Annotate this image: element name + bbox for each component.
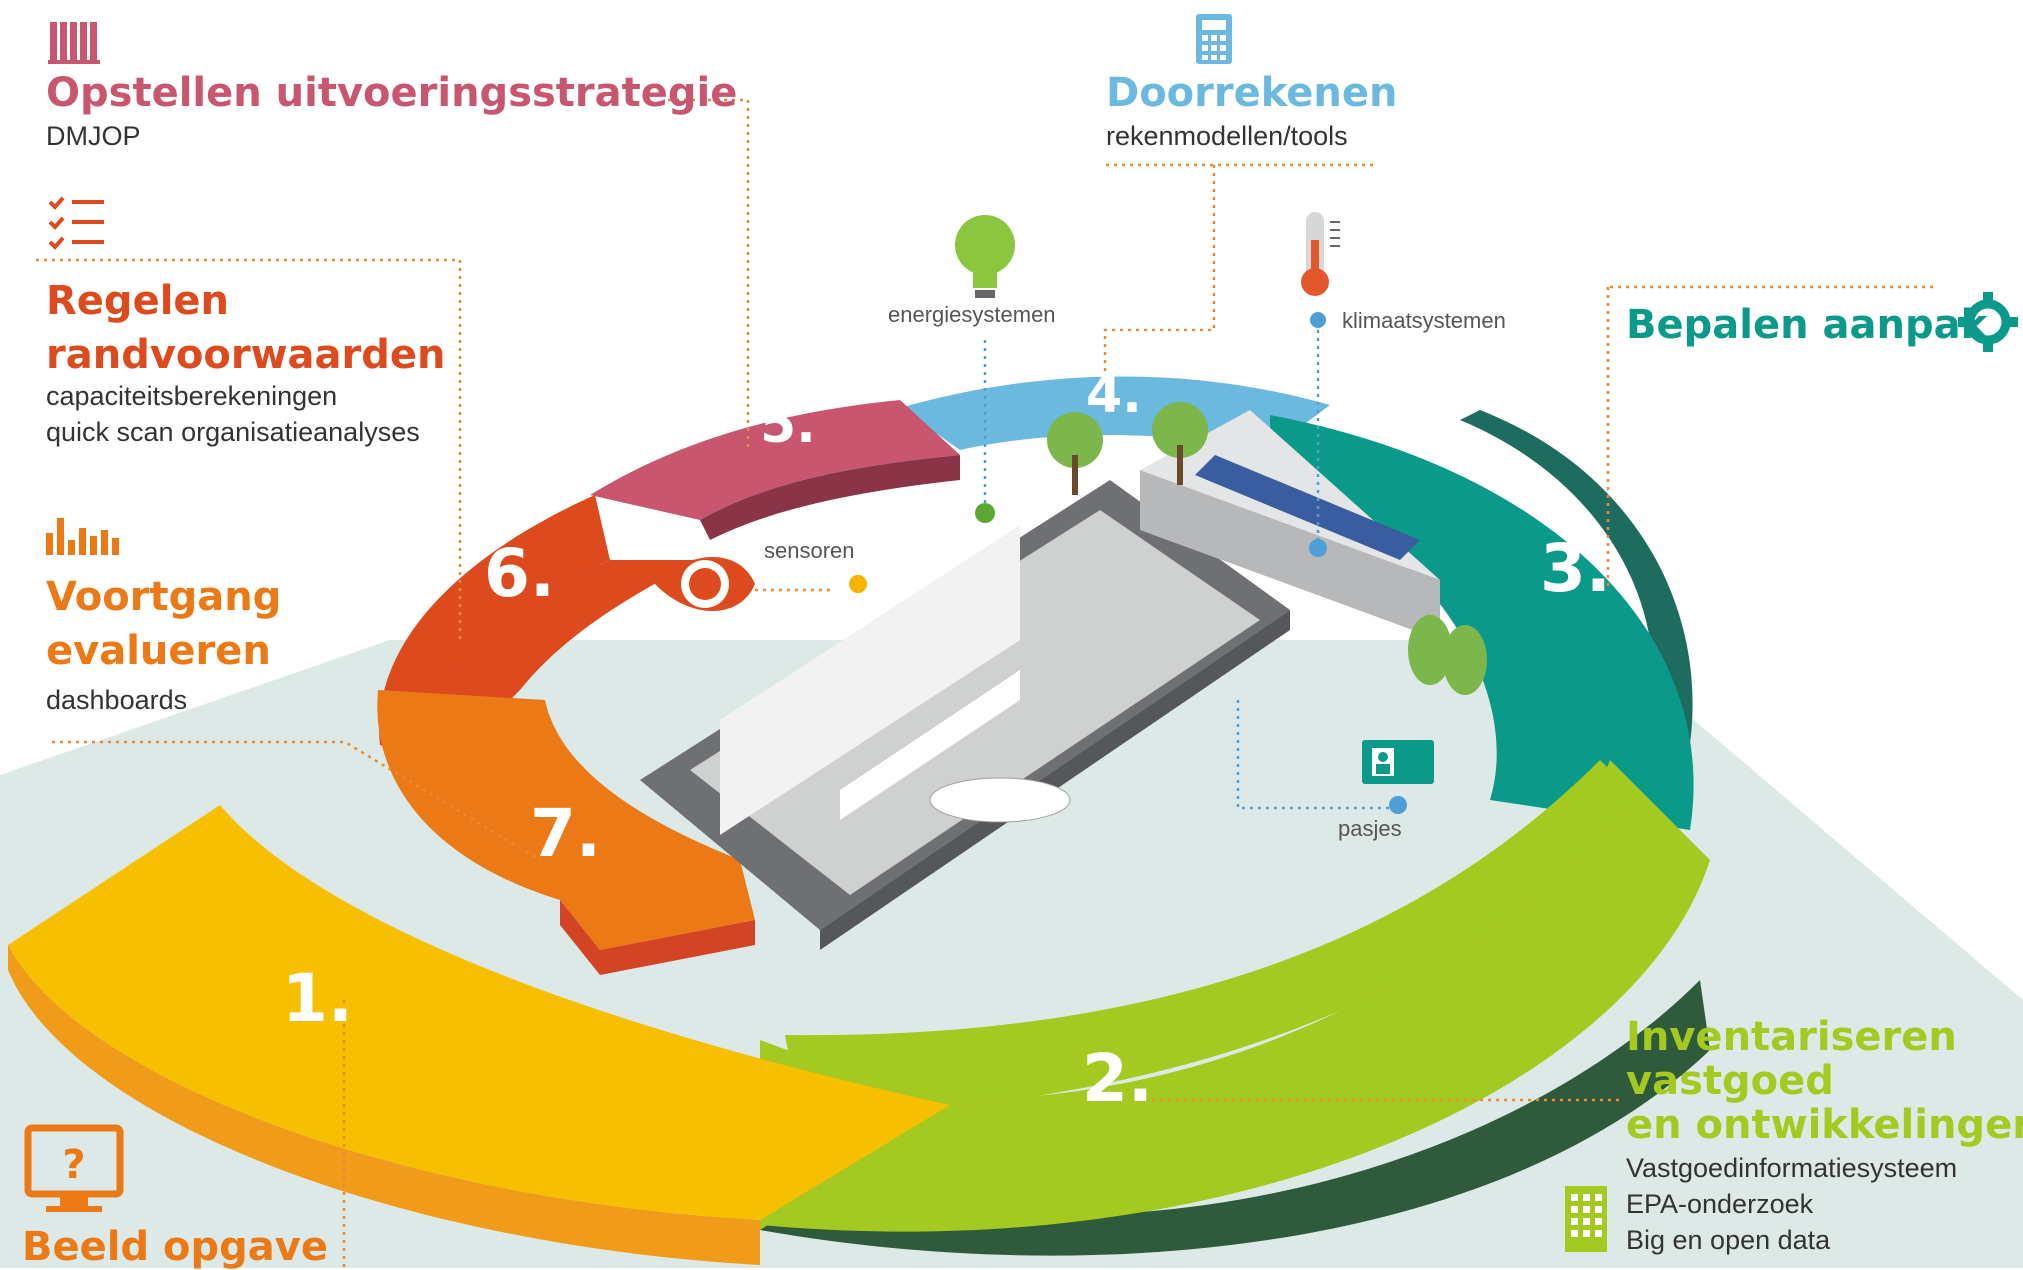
- step-6-sub-2: quick scan organisatieanalyses: [46, 417, 420, 447]
- step-5-sub-1: DMJOP: [46, 121, 141, 151]
- step-number-3: 3.: [1540, 530, 1611, 607]
- step-number-1: 1.: [282, 960, 353, 1037]
- sensor-marker: [849, 575, 867, 593]
- step-6-title-line-1: Regelen: [46, 278, 230, 324]
- gear-icon: [1958, 292, 2018, 352]
- step-2-sub-2: EPA-onderzoek: [1626, 1189, 1814, 1219]
- climate-building-marker: [1309, 539, 1327, 557]
- thermometer-icon: [1301, 212, 1340, 296]
- step-3-title: Bepalen aanpak: [1626, 302, 1988, 348]
- energy-marker: [975, 503, 995, 523]
- climate-marker: [1310, 312, 1326, 328]
- step-6-sub-1: capaciteitsberekeningen: [46, 381, 338, 411]
- segment-2-top: [785, 760, 1640, 1115]
- climate-systems-label: klimaatsystemen: [1342, 308, 1506, 333]
- segment-5[interactable]: [590, 400, 960, 520]
- sensors-label: sensoren: [764, 538, 855, 563]
- step-4-sub-1: rekenmodellen/tools: [1106, 121, 1348, 151]
- step-4-title: Doorrekenen: [1106, 70, 1398, 116]
- step-7-sub-1: dashboards: [46, 685, 188, 715]
- step-2-sub-1: Vastgoedinformatiesysteem: [1626, 1153, 1958, 1183]
- checklist-icon: [48, 196, 104, 250]
- segment-1[interactable]: [8, 805, 950, 1220]
- step-2-title-line-3: en ontwikkelingen: [1626, 1102, 2023, 1148]
- eye-icon: [655, 557, 755, 611]
- bar-chart-icon: [46, 518, 119, 555]
- badges-label: pasjes: [1338, 816, 1402, 841]
- step-number-5: 5.: [760, 395, 816, 455]
- step-6-title-line-2: randvoorwaarden: [46, 332, 446, 378]
- step-2-title-line-2: vastgoed: [1626, 1058, 1834, 1104]
- office-building-illustration: [640, 402, 1487, 950]
- badge-marker: [1389, 796, 1407, 814]
- step-number-2: 2.: [1082, 1040, 1153, 1117]
- segment-2[interactable]: [760, 760, 1710, 1232]
- segment-3[interactable]: [1270, 415, 1694, 830]
- light-bulb-icon: [955, 215, 1015, 298]
- step-2-sub-3: Big en open data: [1626, 1225, 1831, 1255]
- calculator-icon: [1196, 14, 1232, 64]
- step-number-4: 4.: [1086, 365, 1142, 425]
- step-7-title-line-1: Voortgang: [46, 574, 282, 620]
- step-5-title: Opstellen uitvoeringsstrategie: [46, 70, 738, 116]
- energy-systems-label: energiesystemen: [888, 302, 1056, 327]
- step-1-title: Beeld opgave: [22, 1224, 328, 1270]
- step-number-7: 7.: [530, 795, 601, 872]
- monitor-question-icon: ?: [24, 1124, 124, 1212]
- segment-5-depth: [700, 455, 960, 540]
- id-badge-icon: [1362, 740, 1434, 784]
- step-2-title-line-1: Inventariseren: [1626, 1014, 1957, 1060]
- segment-1-depth: [8, 945, 760, 1265]
- blue-connector-lines: [983, 330, 1392, 810]
- svg-text:?: ?: [62, 1142, 85, 1188]
- connector-lines: [36, 98, 1938, 1268]
- building-icon: [1565, 1186, 1607, 1252]
- step-7-title-line-2: evalueren: [46, 628, 271, 674]
- segment-7-depth: [560, 900, 755, 975]
- step-number-6: 6.: [484, 535, 555, 612]
- segment-7[interactable]: [377, 690, 755, 950]
- books-icon: [48, 22, 100, 64]
